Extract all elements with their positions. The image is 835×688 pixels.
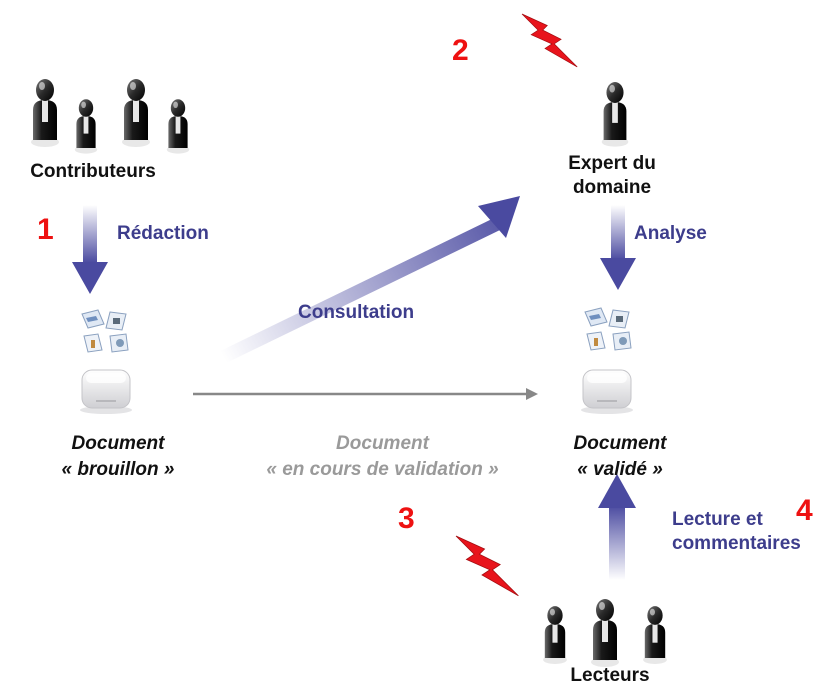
in-validation-document-label: Document « en cours de validation » xyxy=(225,431,540,483)
arrow-validation-flow xyxy=(193,388,538,400)
step-1: 1 xyxy=(37,213,54,246)
expert-label-line-1: Expert du xyxy=(568,153,656,174)
validated-document-label: Document « validé » xyxy=(540,431,700,483)
lightning-icon xyxy=(521,13,578,68)
server-box-icon xyxy=(79,369,133,415)
consultation-label: Consultation xyxy=(298,302,415,323)
readers-label: Lecteurs xyxy=(570,665,650,686)
in-validation-document-line-2: « en cours de validation » xyxy=(266,459,499,480)
document-icons xyxy=(81,309,129,353)
expert-person-icon xyxy=(601,82,629,147)
server-box-icon xyxy=(580,369,634,415)
draft-document-line-2: « brouillon » xyxy=(61,459,175,480)
draft-document-label: Document « brouillon » xyxy=(28,431,208,483)
lightning-icon xyxy=(455,535,519,597)
arrow-analysis xyxy=(600,205,636,290)
expert-label: Expert du domaine xyxy=(532,152,692,200)
step-3: 3 xyxy=(398,502,415,535)
validated-document-line-1: Document xyxy=(573,433,667,454)
document-icons xyxy=(584,307,632,351)
drafting-label: Rédaction xyxy=(117,223,209,244)
arrow-reading xyxy=(598,474,636,580)
expert-label-line-2: domaine xyxy=(572,177,652,198)
contributors-person-icons xyxy=(31,79,190,154)
in-validation-document-line-1: Document xyxy=(336,433,429,454)
reading-label-line-1: Lecture et xyxy=(672,509,763,530)
contributors-label: Contributeurs xyxy=(30,161,156,182)
step-4: 4 xyxy=(796,494,813,527)
step-2: 2 xyxy=(452,34,469,67)
arrow-consultation xyxy=(210,196,520,368)
analysis-label: Analyse xyxy=(634,223,707,244)
readers-person-icons xyxy=(543,599,667,667)
reading-label: Lecture et commentaires xyxy=(672,508,832,556)
reading-label-line-2: commentaires xyxy=(672,533,801,554)
draft-document-line-1: Document xyxy=(71,433,165,454)
validated-document-line-2: « validé » xyxy=(577,459,663,480)
arrow-drafting xyxy=(72,205,108,294)
